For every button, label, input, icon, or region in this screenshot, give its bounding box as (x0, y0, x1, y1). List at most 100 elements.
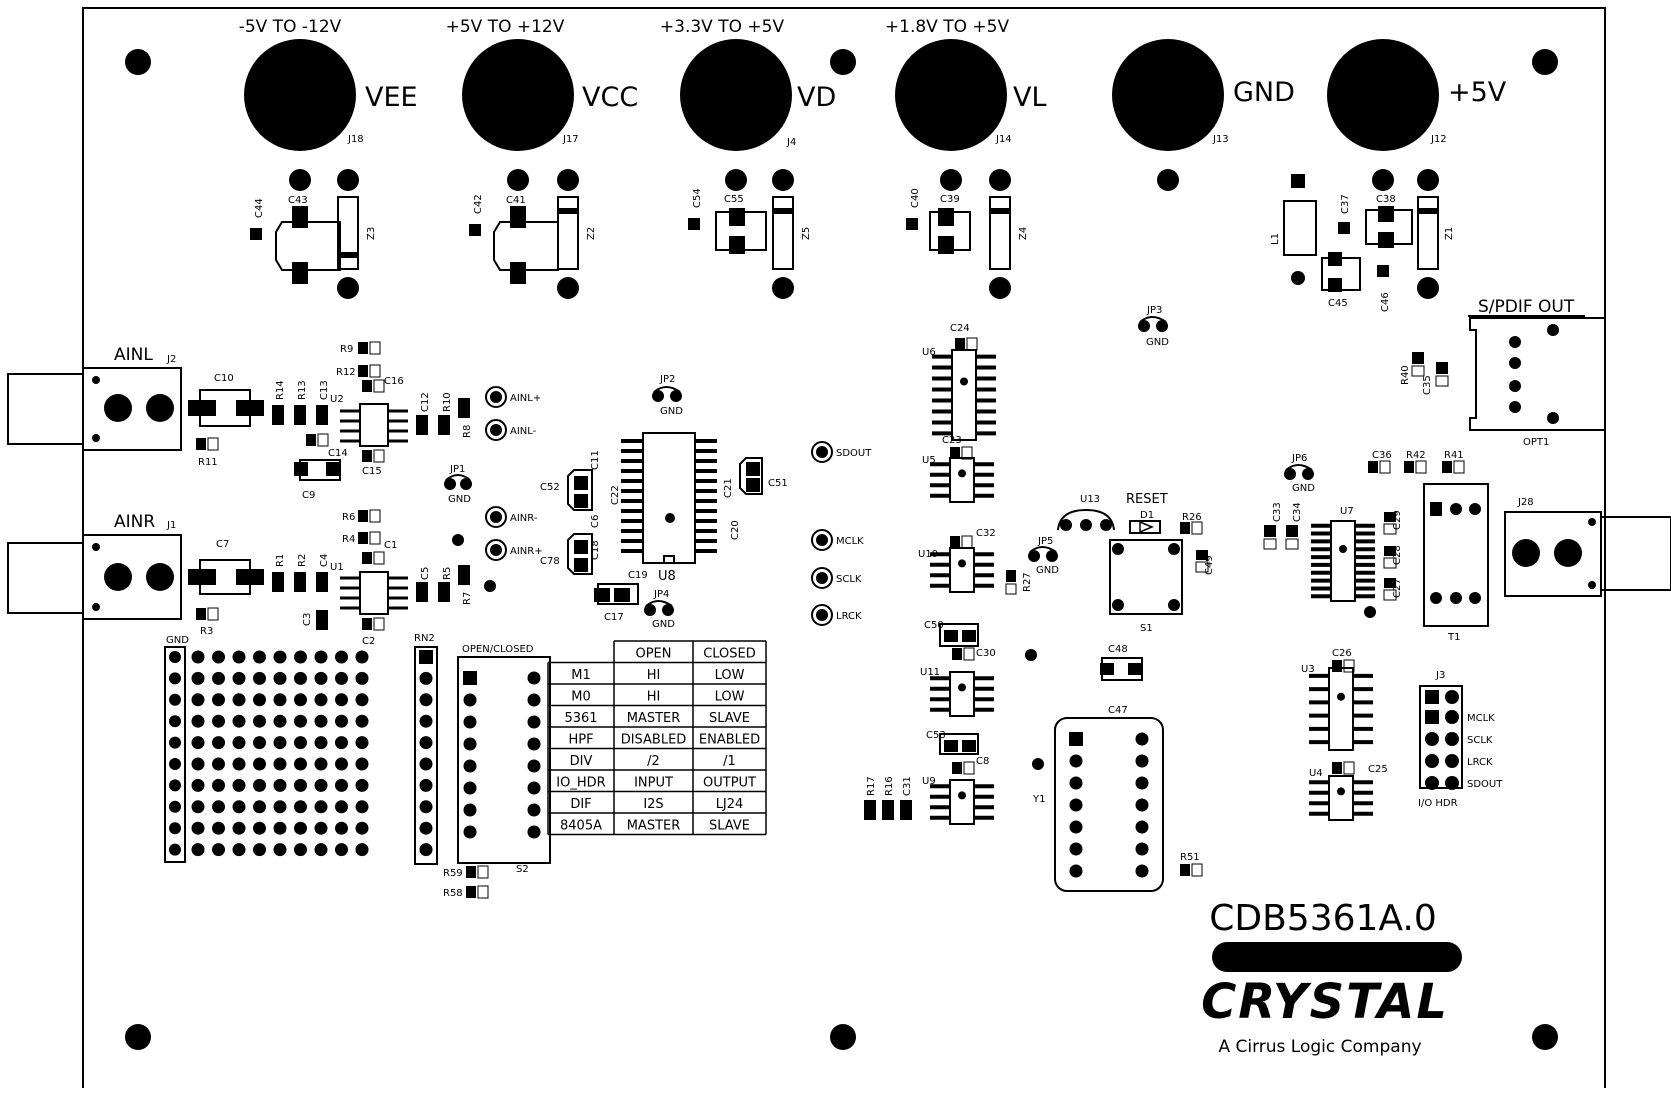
test-point-label: LRCK (836, 611, 862, 622)
osc-pin (1135, 732, 1149, 746)
soic-chip (1309, 667, 1373, 751)
jumper-jp5[interactable]: JP5 GND (1028, 536, 1059, 576)
table-cell: ENABLED (699, 733, 760, 748)
grid-hole (169, 822, 181, 835)
grid-hole (212, 843, 225, 857)
grid-hole (335, 736, 348, 750)
svg-text:C17: C17 (604, 612, 624, 623)
svg-text:C28: C28 (1392, 545, 1403, 565)
inductor (1283, 200, 1317, 256)
grid-hole (232, 821, 246, 835)
svg-text:C26: C26 (1332, 648, 1352, 659)
spdif-optical-output[interactable]: S/PDIF OUT OPT1 R40 C35 (1400, 297, 1606, 448)
grid-hole (191, 650, 205, 664)
switch-pin (527, 759, 541, 773)
digital-test-points[interactable]: SDOUT MCLK SCLK LRCK (811, 441, 872, 626)
svg-text:R59: R59 (443, 868, 463, 879)
svg-text:R42: R42 (1406, 450, 1426, 461)
reset-button[interactable]: RESET D1 S1 (1109, 492, 1183, 634)
switch-pin (527, 803, 541, 817)
svg-text:C19: C19 (628, 570, 648, 581)
resistors-r59-r58: R59 R58 (443, 865, 489, 899)
svg-text:C42: C42 (473, 194, 484, 214)
svg-text:C46: C46 (1380, 292, 1391, 312)
input-jack-ainr[interactable]: AINR J1 (7, 512, 182, 620)
jumper-jp1[interactable]: JP1 GND (444, 464, 472, 505)
grid-hole (212, 714, 225, 728)
analog-test-points[interactable]: AINL+ AINL- AINR- AINR+ (452, 386, 543, 592)
svg-text:C9: C9 (302, 490, 315, 501)
grid-hole (355, 671, 369, 685)
jumper-jp2[interactable]: JP2 GND (652, 374, 683, 417)
input-jack-ainl[interactable]: AINL J2 (7, 345, 182, 451)
switch-pin (463, 825, 477, 839)
jack-ref: J1 (166, 520, 176, 531)
svg-text:R10: R10 (442, 392, 453, 412)
svg-text:SDOUT: SDOUT (1467, 779, 1503, 790)
svg-text:J28: J28 (1517, 497, 1534, 508)
grid-hole (253, 821, 266, 835)
binding-post-vee[interactable]: -5V TO -12V VEE J18 (239, 17, 418, 191)
grid-hole (294, 757, 307, 771)
grid-hole (294, 736, 307, 750)
binding-post-5v[interactable]: +5V J12 (1327, 39, 1507, 191)
svg-text:R9: R9 (340, 344, 353, 355)
io-header-j3[interactable]: J3 MCLK SCLK LRCK SDOUT I/O HDR (1418, 670, 1503, 809)
grid-hole (169, 651, 181, 663)
rn-pin (419, 821, 433, 835)
svg-text:C24: C24 (950, 323, 970, 334)
svg-text:R13: R13 (297, 380, 308, 400)
grid-hole (273, 800, 287, 814)
grid-hole (294, 821, 307, 835)
svg-text:C10: C10 (214, 373, 234, 384)
table-cell: HPF (568, 733, 593, 748)
table-cell: 8405A (560, 819, 602, 834)
svg-text:JP5: JP5 (1037, 536, 1053, 547)
grid-hole (335, 714, 348, 728)
svg-text:C27: C27 (1392, 578, 1403, 598)
table-cell: /1 (723, 754, 736, 769)
mounting-hole (1532, 1024, 1558, 1050)
grid-hole (314, 821, 328, 835)
binding-post-vd[interactable]: +3.3V TO +5V VD J4 (660, 17, 836, 191)
spdif-passives: C36 R42 R41 C33 C34 U7 C29 C28 C27 U3 C2… (1263, 450, 1465, 779)
table-cell: HI (647, 690, 661, 705)
grid-hole (355, 800, 369, 814)
dip-switch-s2[interactable]: OPEN/CLOSED S2 (457, 644, 551, 875)
svg-text:GND: GND (1036, 565, 1059, 576)
grid-hole (169, 843, 181, 856)
grid-hole (314, 650, 328, 664)
svg-text:GND: GND (448, 494, 471, 505)
svg-text:C11: C11 (590, 450, 601, 470)
spdif-coax-output[interactable]: J28 (1504, 497, 1671, 597)
svg-text:JP3: JP3 (1146, 305, 1162, 316)
osc-pin (1135, 842, 1149, 856)
grid-hole (335, 671, 348, 685)
svg-text:R41: R41 (1444, 450, 1464, 461)
svg-text:U5: U5 (922, 455, 936, 466)
jack-label: AINR (114, 512, 155, 532)
soic-chip (930, 671, 994, 717)
svg-text:C3: C3 (302, 613, 313, 626)
jumper-jp6[interactable]: JP6 GND (1284, 453, 1315, 494)
binding-post-gnd[interactable]: GND J13 (1112, 39, 1295, 191)
mounting-hole (125, 1024, 151, 1050)
jumper-jp3[interactable]: JP3 GND (1138, 305, 1169, 348)
test-point-label: MCLK (836, 536, 864, 547)
post-range-label: +5V TO +12V (446, 17, 565, 37)
grid-hole (212, 821, 225, 835)
post-range-label: +1.8V TO +5V (885, 17, 1010, 37)
binding-post-vcc[interactable]: +5V TO +12V VCC J17 (446, 17, 639, 191)
grid-hole (335, 757, 348, 771)
svg-text:C32: C32 (976, 528, 996, 539)
binding-post-vl[interactable]: +1.8V TO +5V VL J14 (885, 17, 1047, 191)
svg-text:C36: C36 (1372, 450, 1392, 461)
grid-hole (169, 758, 181, 770)
svg-text:R2: R2 (297, 554, 308, 567)
grid-hole (335, 650, 348, 664)
osc-pin (1069, 754, 1083, 768)
switch-pin (527, 715, 541, 729)
grid-hole (314, 800, 328, 814)
svg-text:C39: C39 (940, 194, 960, 205)
jumper-jp4[interactable]: JP4 GND (644, 589, 675, 630)
